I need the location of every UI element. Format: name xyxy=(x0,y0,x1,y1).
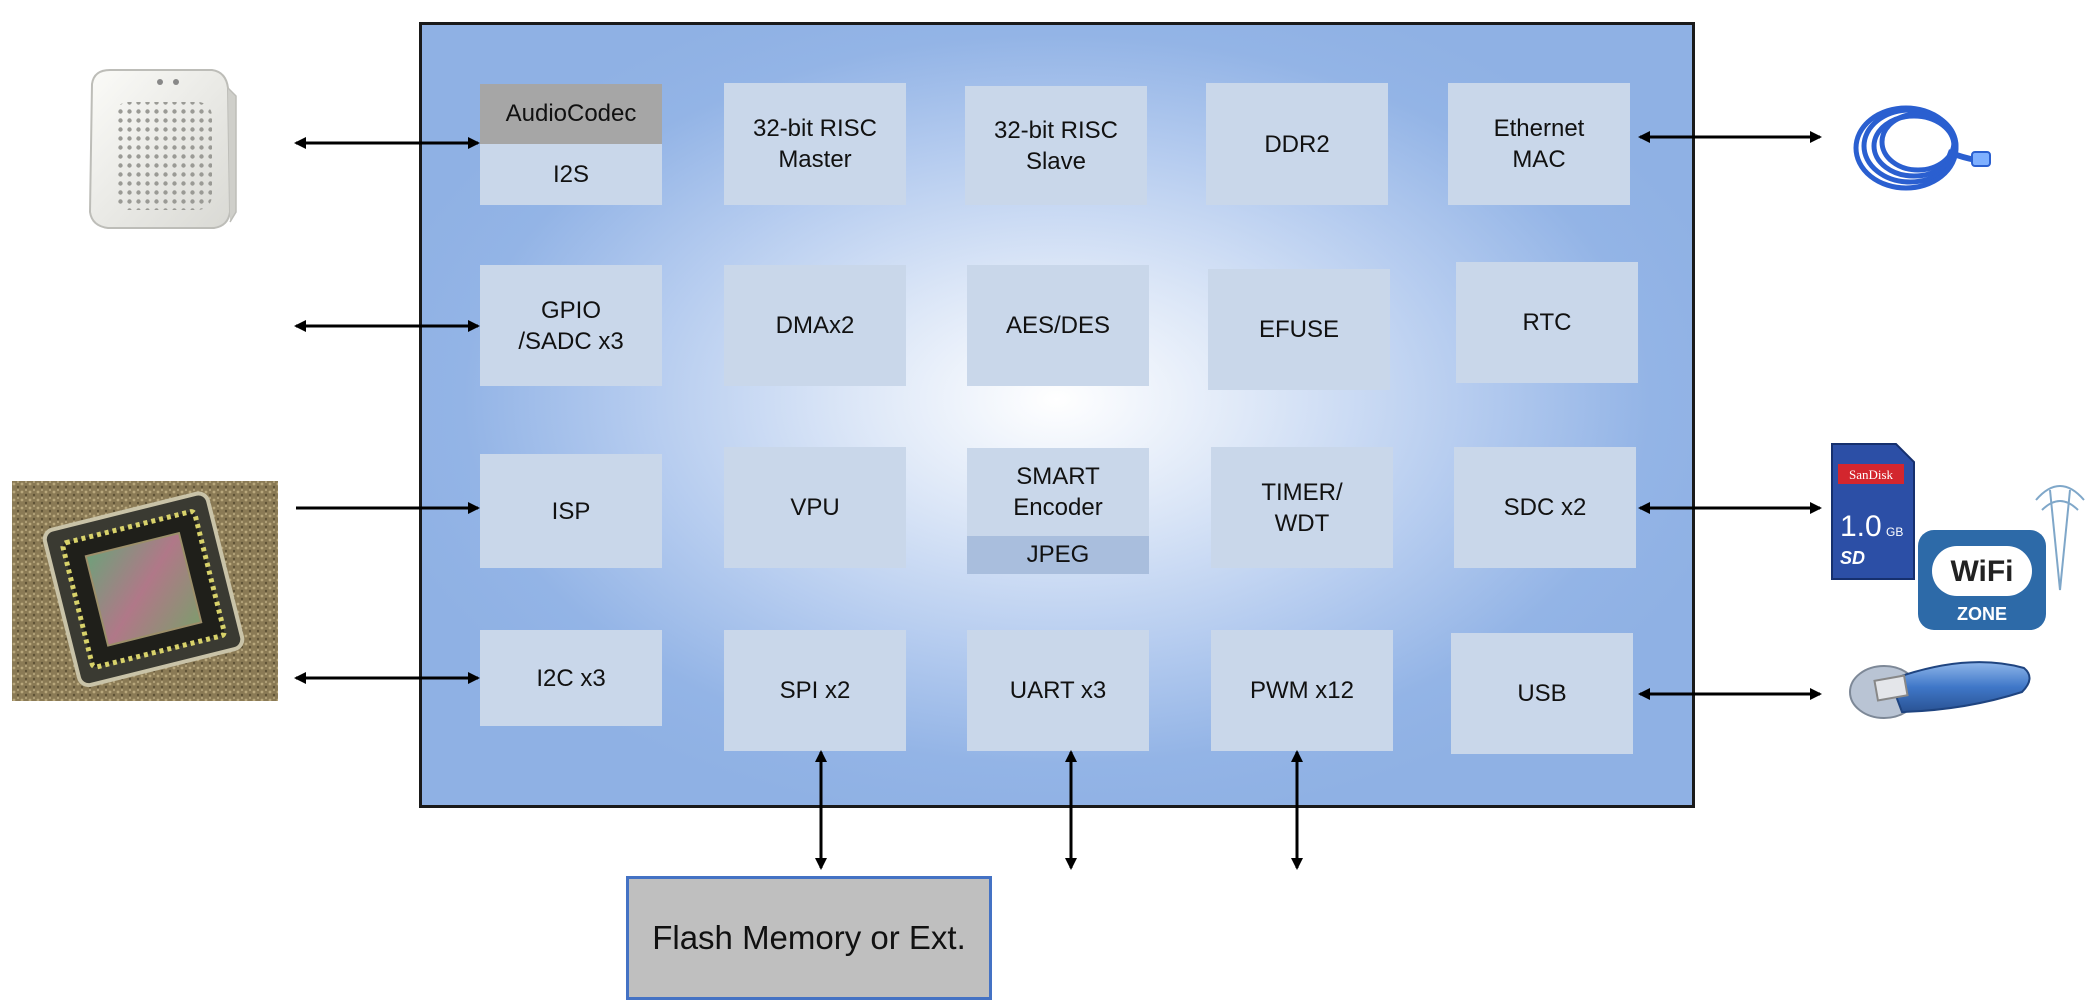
vpu-block: VPU xyxy=(724,447,906,568)
wifi-zone-icon: WiFi ZONE xyxy=(1918,485,2085,630)
risc-master-block: 32-bit RISC Master xyxy=(724,83,906,205)
risc-slave-block: 32-bit RISC Slave xyxy=(965,86,1147,205)
gpio-sadc-block: GPIO /SADC x3 xyxy=(480,265,662,386)
ethernet-cable-icon xyxy=(1853,105,1991,191)
usb-drive-icon xyxy=(1849,661,2031,719)
aes-des-block: AES/DES xyxy=(967,265,1149,386)
sd-card-capacity: 1.0 xyxy=(1840,510,1882,543)
uart-block: UART x3 xyxy=(967,630,1149,751)
spi-block: SPI x2 xyxy=(724,630,906,751)
efuse-block: EFUSE xyxy=(1208,269,1390,390)
sd-card-brand: SanDisk xyxy=(1849,467,1894,482)
pwm-block: PWM x12 xyxy=(1211,630,1393,751)
isp-block: ISP xyxy=(480,454,662,568)
dma-block: DMAx2 xyxy=(724,265,906,386)
usb-block: USB xyxy=(1451,633,1633,754)
smart-encoder-label: SMART Encoder xyxy=(967,448,1149,536)
sd-card-icon: SanDisk 1.0 GB SD xyxy=(1831,443,1915,580)
speaker-icon xyxy=(88,69,237,229)
i2s-label: I2S xyxy=(480,144,662,205)
timer-wdt-block: TIMER/ WDT xyxy=(1211,447,1393,568)
wifi-logo-text: WiFi xyxy=(1950,555,2013,588)
jpeg-label: JPEG xyxy=(967,536,1149,574)
i2c-block: I2C x3 xyxy=(480,630,662,726)
sd-card-unit: GB xyxy=(1886,525,1903,539)
rtc-block: RTC xyxy=(1456,262,1638,383)
audiocodec-label: AudioCodec xyxy=(480,84,662,144)
image-sensor-icon xyxy=(12,481,278,701)
sd-card-type: SD xyxy=(1840,548,1865,568)
sdc-block: SDC x2 xyxy=(1454,447,1636,568)
wifi-zone-text: ZONE xyxy=(1957,604,2007,624)
ethernet-mac-block: Ethernet MAC xyxy=(1448,83,1630,205)
ddr2-block: DDR2 xyxy=(1206,83,1388,205)
